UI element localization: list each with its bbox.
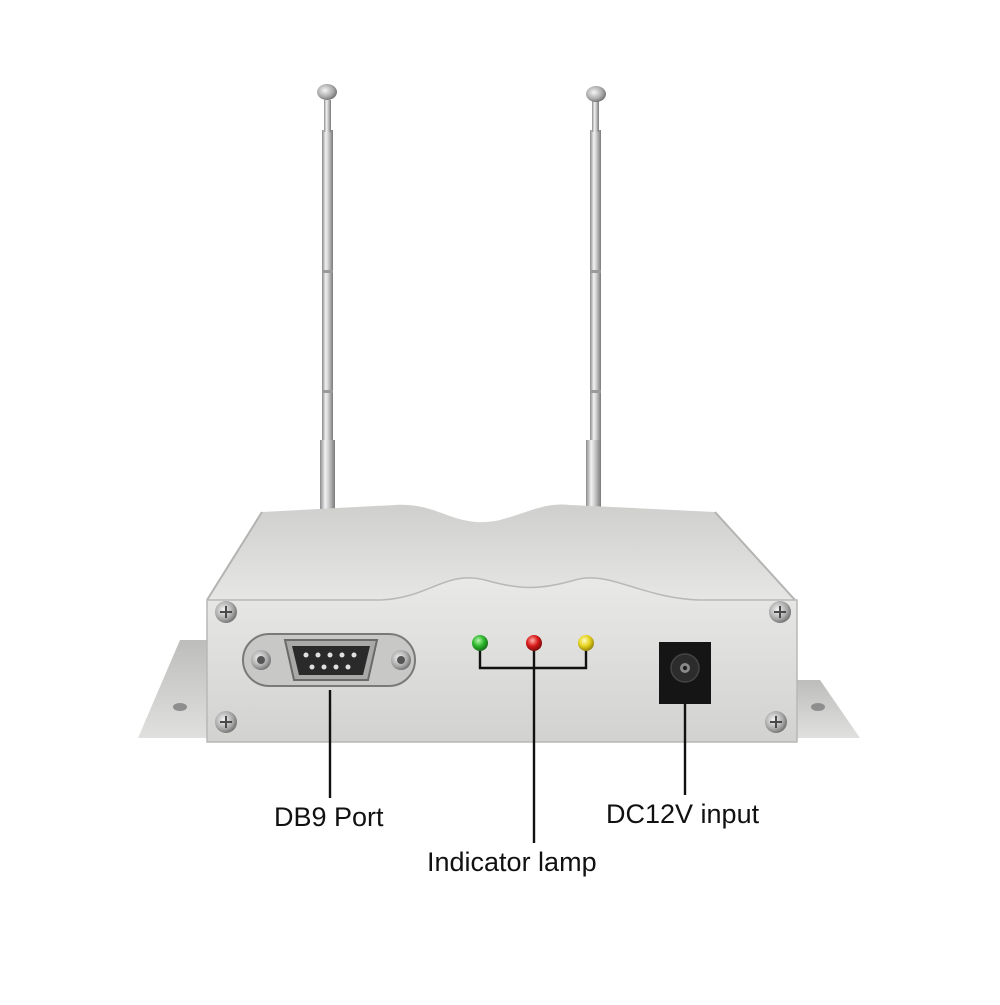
screw-icon: [765, 711, 787, 733]
indicator-lamp-label: Indicator lamp: [427, 847, 597, 877]
green-led: [472, 635, 488, 651]
screw-icon: [769, 601, 791, 623]
red-led: [526, 635, 542, 651]
db9-connector-icon: [242, 633, 416, 687]
dc-input-label: DC12V input: [606, 799, 760, 829]
left-flange: [138, 640, 210, 738]
screw-icon: [215, 711, 237, 733]
dc-jack-icon: [659, 642, 711, 704]
screw-icon: [215, 601, 237, 623]
antenna-right-icon: [586, 86, 606, 510]
enclosure-top: [207, 504, 795, 600]
right-flange: [790, 680, 860, 738]
db9-port-label: DB9 Port: [274, 802, 384, 832]
yellow-led: [578, 635, 594, 651]
callout-lines: [328, 651, 687, 843]
enclosure-front: [206, 577, 798, 743]
antenna-left-icon: [317, 84, 337, 510]
